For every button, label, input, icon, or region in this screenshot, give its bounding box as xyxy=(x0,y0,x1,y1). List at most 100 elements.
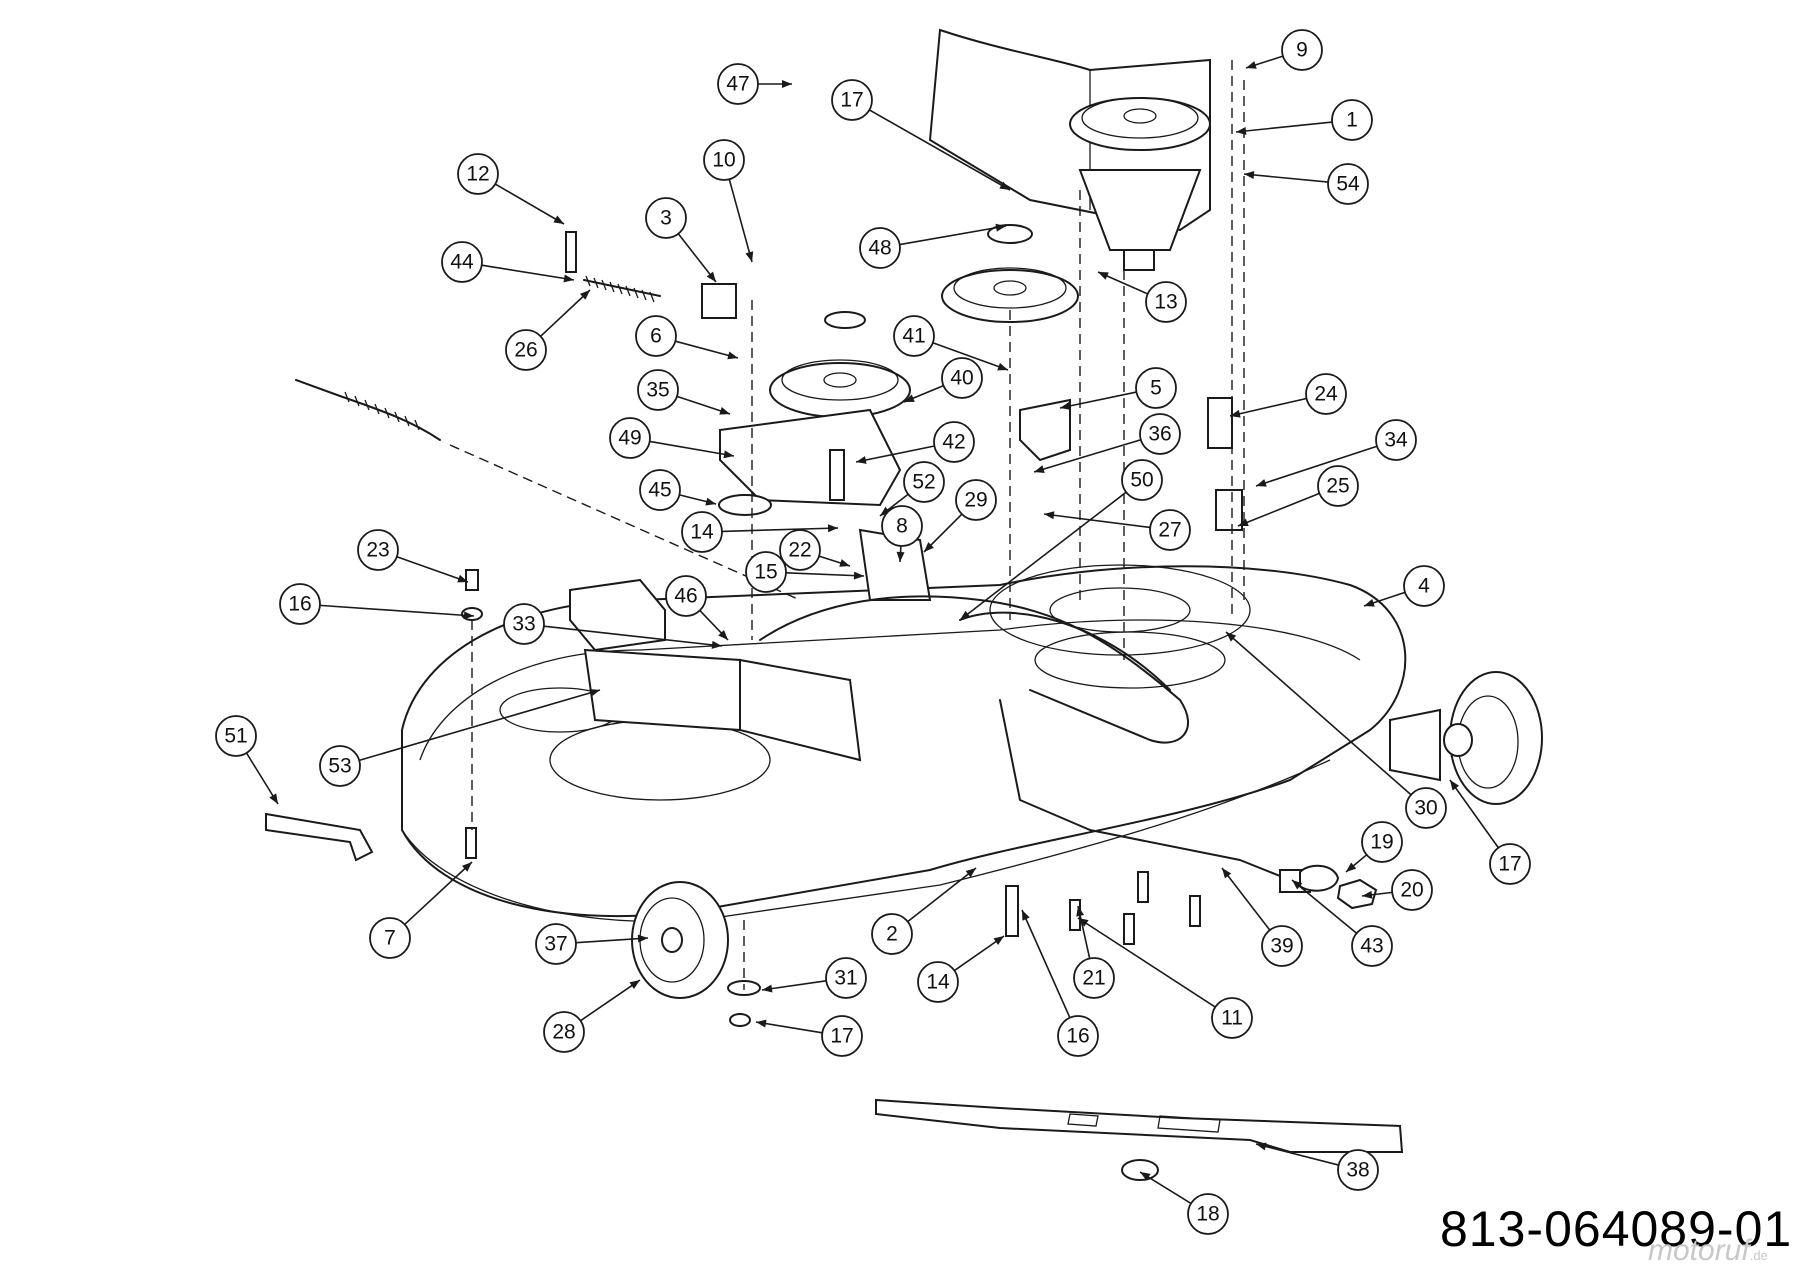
leader-arrow-10 xyxy=(745,251,754,262)
leader-arrow-34 xyxy=(1256,479,1267,487)
right-gauge-wheel xyxy=(1389,671,1543,805)
callout-label: 51 xyxy=(224,725,247,748)
leader-arrow-15 xyxy=(853,571,864,580)
callout-circle xyxy=(1317,465,1359,507)
callout-circle xyxy=(871,913,913,955)
callout-circle xyxy=(441,241,483,283)
callout-circle xyxy=(1305,373,1347,415)
callout-label: 39 xyxy=(1270,935,1293,958)
leader-arrow-14 xyxy=(827,524,838,533)
leader-line-33 xyxy=(543,625,723,647)
callout-circle xyxy=(825,957,867,999)
callout-label: 52 xyxy=(912,471,935,494)
callout-circle xyxy=(1375,419,1417,461)
callout-label: 4 xyxy=(1418,575,1430,598)
leader-arrow-46 xyxy=(718,630,728,640)
callout-label: 35 xyxy=(646,379,669,402)
leader-line-12 xyxy=(494,183,565,225)
leader-line-26 xyxy=(540,289,591,337)
leader-arrow-33 xyxy=(711,640,722,649)
leader-arrow-19 xyxy=(1346,862,1357,872)
callout-9: 9 xyxy=(1281,29,1323,71)
callout-circle xyxy=(505,329,547,371)
callout-circle xyxy=(1327,163,1369,205)
leader-line-28 xyxy=(580,979,641,1022)
bracket-51 xyxy=(265,812,374,862)
callout-label: 1 xyxy=(1346,109,1358,132)
callout-28: 28 xyxy=(543,1011,585,1053)
callout-label: 28 xyxy=(552,1021,575,1044)
callout-label: 38 xyxy=(1346,1159,1369,1182)
alignment-lines xyxy=(471,60,1245,990)
callout-label: 17 xyxy=(840,89,863,112)
callout-48: 48 xyxy=(859,227,901,269)
leader-line-48 xyxy=(899,225,1007,246)
callout-7: 7 xyxy=(369,917,411,959)
callout-label: 16 xyxy=(288,593,311,616)
leader-line-36 xyxy=(1033,439,1142,473)
mower-deck-housing xyxy=(401,564,1407,923)
callout-label: 5 xyxy=(1150,377,1162,400)
callout-label: 53 xyxy=(328,755,351,778)
callout-53: 53 xyxy=(319,745,361,787)
callout-label: 27 xyxy=(1158,519,1181,542)
callout-2: 2 xyxy=(871,913,913,955)
callout-label: 44 xyxy=(450,251,474,274)
callout-circle xyxy=(903,461,945,503)
leader-arrow-5 xyxy=(1060,402,1071,410)
leader-arrow-53 xyxy=(589,688,600,697)
leader-arrow-37 xyxy=(637,934,648,943)
leader-arrow-27 xyxy=(1044,511,1055,520)
callout-label: 50 xyxy=(1130,469,1153,492)
callout-label: 3 xyxy=(660,207,672,230)
callout-circle xyxy=(1073,957,1115,999)
callout-label: 25 xyxy=(1326,475,1349,498)
spring-right xyxy=(1207,397,1243,531)
callout-label: 40 xyxy=(950,367,973,390)
callout-circle xyxy=(637,369,679,411)
callout-circle xyxy=(1351,925,1393,967)
callout-label: 24 xyxy=(1314,383,1338,406)
leader-line-30 xyxy=(1225,631,1412,796)
hardware-bottom xyxy=(461,569,1378,1027)
callout-label: 45 xyxy=(648,479,671,502)
callout-circle xyxy=(543,1011,585,1053)
callout-circle xyxy=(859,227,901,269)
callout-49: 49 xyxy=(609,417,651,459)
callout-circle xyxy=(1391,869,1433,911)
callout-circle xyxy=(893,315,935,357)
callout-circle xyxy=(1261,925,1303,967)
leader-arrow-14 xyxy=(993,936,1004,945)
leader-line-38 xyxy=(1255,1143,1339,1166)
callout-13: 13 xyxy=(1145,281,1187,323)
leader-line-14 xyxy=(721,527,839,533)
leader-line-39 xyxy=(1221,867,1271,931)
leader-line-16 xyxy=(319,604,475,617)
leader-arrow-35 xyxy=(719,407,730,415)
leader-arrow-23 xyxy=(457,574,468,583)
leader-line-11 xyxy=(1077,917,1216,1008)
callout-16: 16 xyxy=(1057,1015,1099,1057)
callout-label: 21 xyxy=(1082,967,1105,990)
leader-lines xyxy=(245,55,1500,1205)
leader-arrow-29 xyxy=(924,542,934,552)
leader-arrow-9 xyxy=(1246,61,1257,69)
callout-label: 11 xyxy=(1221,1007,1243,1030)
leader-line-41 xyxy=(932,342,1009,371)
callout-label: 37 xyxy=(544,933,567,956)
leader-line-43 xyxy=(1291,879,1358,934)
mounting-bracket xyxy=(1019,398,1071,462)
callout-circle xyxy=(1121,459,1163,501)
leader-arrow-25 xyxy=(1238,518,1249,526)
callout-27: 27 xyxy=(1149,509,1191,551)
leader-arrow-3 xyxy=(706,271,716,282)
leader-line-7 xyxy=(404,861,473,925)
callout-20: 20 xyxy=(1391,869,1433,911)
leader-arrow-42 xyxy=(856,456,867,464)
leader-line-25 xyxy=(1237,492,1320,527)
callout-circle xyxy=(1405,787,1447,829)
callout-6: 6 xyxy=(635,315,677,357)
leader-arrow-40 xyxy=(904,394,915,402)
